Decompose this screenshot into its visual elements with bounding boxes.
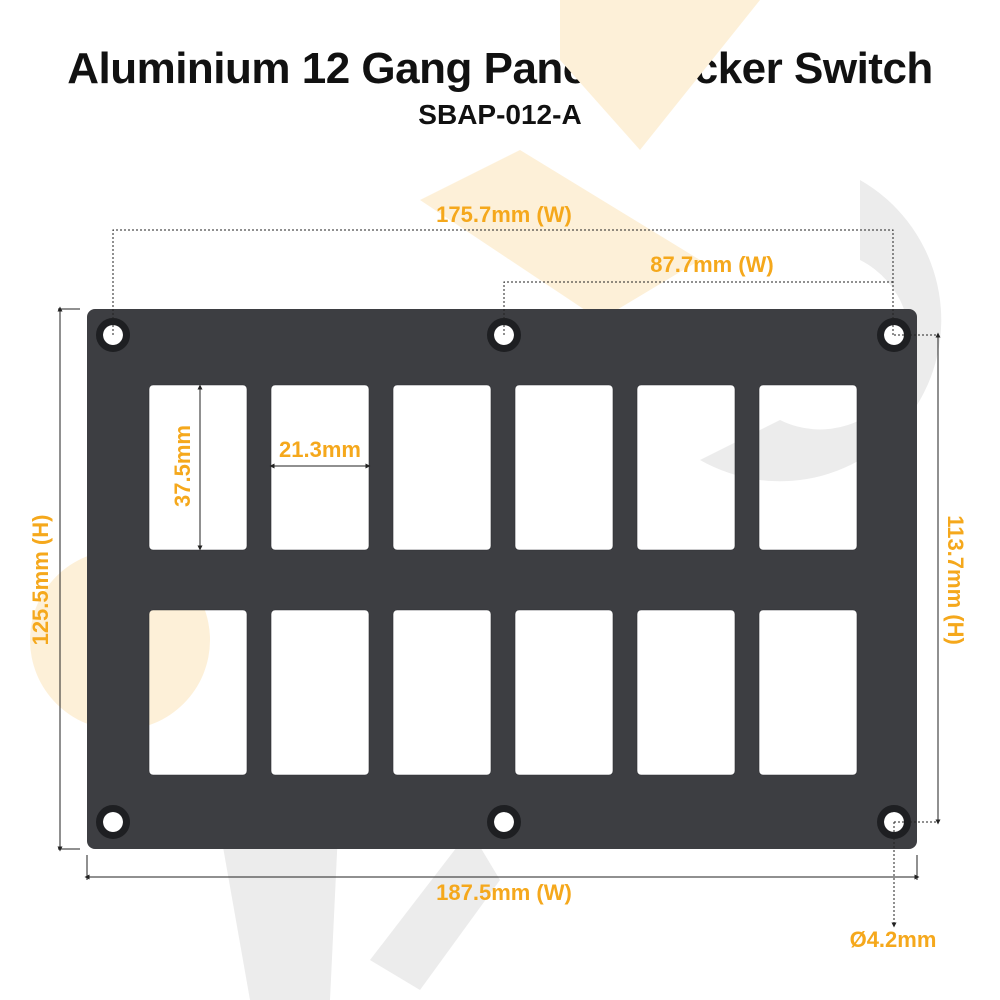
switch-panel — [87, 309, 917, 849]
label-half-span-width: 87.7mm (W) — [650, 252, 773, 277]
dim-line-half-span-width — [503, 281, 893, 335]
label-hole-span-height: 113.7mm (H) — [943, 515, 968, 645]
label-hole-span-width: 175.7mm (W) — [436, 202, 572, 227]
switch-cutout — [270, 609, 370, 776]
switch-cutout — [636, 384, 736, 551]
label-hole-diameter: Ø4.2mm — [850, 927, 937, 952]
switch-cutout — [636, 609, 736, 776]
mounting-hole — [96, 805, 130, 839]
switch-cutout — [758, 609, 858, 776]
label-cutout-height: 37.5mm — [170, 425, 195, 507]
watermark-shape — [370, 830, 500, 990]
switch-cutout — [392, 609, 492, 776]
page-title: Aluminium 12 Gang Panel - Rocker Switch — [67, 44, 933, 93]
watermark-shape — [420, 150, 700, 320]
label-overall-height: 125.5mm (H) — [28, 515, 53, 646]
model-number: SBAP-012-A — [418, 99, 582, 130]
mounting-hole — [487, 805, 521, 839]
switch-cutout — [758, 384, 858, 551]
switch-cutout — [148, 609, 248, 776]
switch-cutout — [514, 384, 614, 551]
switch-cutout — [514, 609, 614, 776]
label-overall-width: 187.5mm (W) — [436, 880, 572, 905]
switch-cutout — [392, 384, 492, 551]
watermark-shape — [560, 0, 760, 150]
label-cutout-width: 21.3mm — [279, 437, 361, 462]
